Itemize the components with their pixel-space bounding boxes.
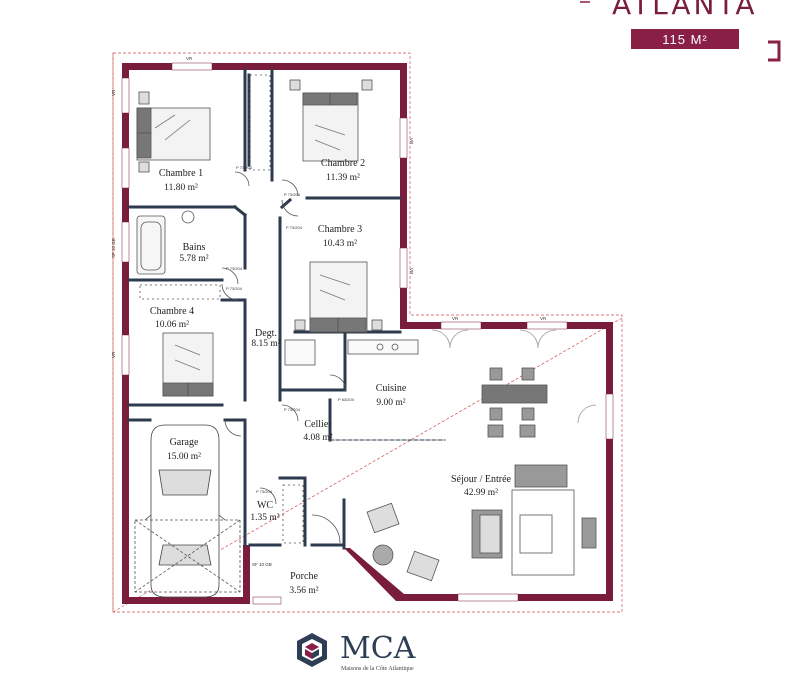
bathtub	[136, 215, 166, 275]
door-tag: P 73/204	[286, 225, 303, 230]
door-wc	[259, 487, 277, 505]
sofa-top	[514, 464, 568, 488]
door-bains	[221, 267, 239, 285]
door-cuisine	[329, 374, 347, 392]
wardrobe-wc	[282, 484, 304, 544]
room-name: Cellier	[304, 419, 332, 430]
room-name: Chambre 4	[150, 306, 194, 317]
window-tag: VR	[409, 138, 414, 145]
room-name: WC	[257, 500, 273, 511]
window-tag: SF 10 GB	[252, 562, 272, 567]
room-area: 42.99 m²	[464, 488, 498, 498]
door-chambre3	[281, 199, 299, 217]
door-tags: P 73/204 P 73/204 P 73/204 P 73/204 P 73…	[226, 165, 355, 494]
area-badge	[631, 29, 739, 49]
room-name: Chambre 3	[318, 224, 362, 235]
logo-icon	[297, 633, 327, 667]
car	[144, 424, 226, 598]
door-tag: P 73/204	[256, 489, 273, 494]
door-tag: P 63/204	[338, 397, 355, 402]
room-area: 11.39 m²	[326, 173, 360, 183]
logo-name: MCA	[340, 631, 416, 666]
door-tag: P 73/204	[226, 266, 243, 271]
rug	[511, 489, 575, 576]
room-name: Cuisine	[376, 383, 407, 394]
door-tag: P 73/204	[226, 417, 243, 422]
tv-unit	[581, 517, 597, 549]
window-tag: VR	[452, 316, 459, 321]
door-tag: P 73/204	[284, 192, 301, 197]
door-chambre1	[234, 171, 250, 187]
window-tag: SF 10 GB	[111, 238, 116, 258]
room-name: Degt.	[255, 328, 277, 339]
room-area: 10.06 m²	[155, 320, 189, 330]
window-tag: VR	[540, 316, 547, 321]
room-name: Chambre 1	[159, 168, 203, 179]
logo-tagline: Maisons de la Côte Atlantique	[341, 666, 414, 672]
plan-title: ATLANTA	[612, 0, 758, 21]
door-garage	[224, 419, 242, 437]
armchair-1	[366, 502, 400, 534]
room-area: 11.80 m²	[164, 183, 198, 193]
bath-sink	[181, 210, 195, 224]
door-tag: P 73/204	[226, 286, 243, 291]
room-area: 1.35 m²	[250, 513, 279, 523]
dining-table	[481, 384, 548, 404]
window-tags: VR VR VR VR VR VR VR SF 10 GB SF 10 GB	[111, 56, 547, 567]
corner-bracket	[768, 40, 781, 62]
window-tag: VR	[111, 89, 116, 96]
room-name: Porche	[290, 571, 318, 582]
room-area: 3.56 m²	[289, 586, 318, 596]
window-tag: VR	[186, 56, 193, 61]
room-name: Chambre 2	[321, 158, 365, 169]
room-labels: Chambre 1 11.80 m² Chambre 2 11.39 m² Ch…	[150, 158, 512, 596]
door-cellier	[281, 404, 299, 422]
window-tag: VR	[409, 268, 414, 275]
room-name: Garage	[170, 437, 199, 448]
room-area: 5.78 m²	[179, 254, 208, 264]
doors	[221, 171, 347, 544]
room-name: Bains	[183, 242, 206, 253]
area-badge-label: 115 M²	[662, 32, 708, 47]
interior-walls	[127, 68, 446, 550]
wardrobe-ch1	[249, 74, 271, 171]
logo: MCA Maisons de la Côte Atlantique	[297, 631, 416, 672]
door-chambre4	[221, 283, 239, 301]
window-tag: VR	[111, 351, 116, 358]
room-area: 9.00 m²	[376, 398, 405, 408]
door-tag: P 73/204	[284, 407, 301, 412]
window-openings	[121, 62, 614, 605]
wardrobe-ch4	[139, 284, 221, 300]
room-area: 15.00 m²	[167, 452, 201, 462]
furniture	[134, 74, 597, 598]
side-table	[372, 544, 394, 566]
room-area: 10.43 m²	[323, 239, 357, 249]
room-name: Séjour / Entrée	[451, 474, 512, 485]
door-entree	[311, 514, 341, 544]
header: ATLANTA 115 M²	[580, 0, 781, 62]
armchair-2	[406, 550, 440, 582]
door-chambre2	[281, 179, 299, 197]
room-area: 8.15 m²	[251, 339, 280, 349]
room-area: 4.08 m²	[303, 433, 332, 443]
door-tag: P 73/204	[236, 165, 253, 170]
